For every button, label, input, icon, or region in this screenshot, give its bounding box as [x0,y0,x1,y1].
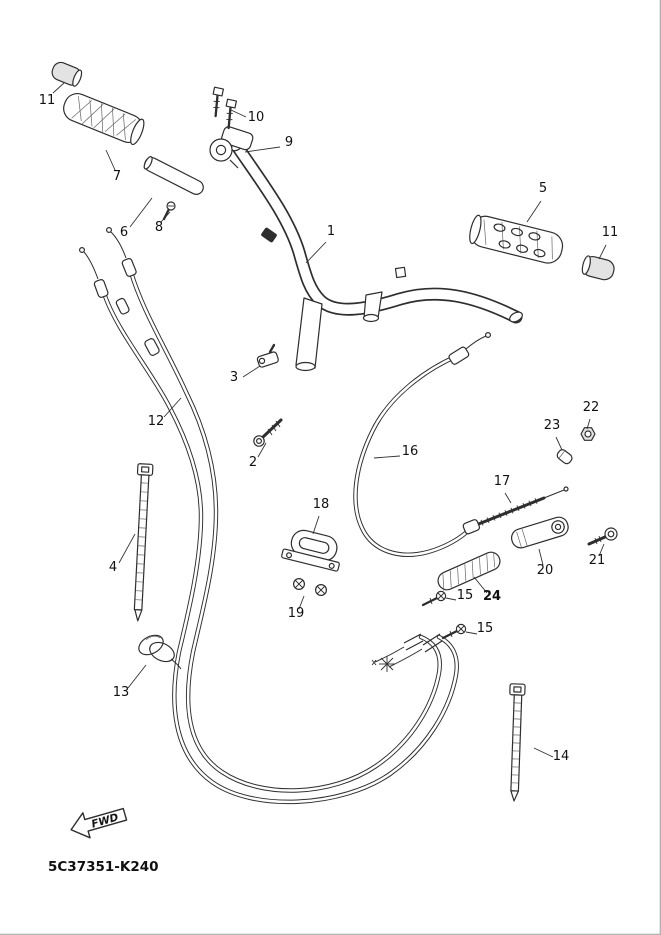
cable-pair-drawing [78,227,459,805]
diagram-code: 5C37351-K240 [48,859,159,875]
holder-bolt-drawing [587,527,618,546]
callout-13: 13 [113,685,130,700]
handlebar-drawing [230,139,523,372]
bolt-drawing [253,418,283,447]
cable-clamp-drawing [281,529,340,572]
callout-15-a: 15 [457,588,474,603]
bar-clamp-drawing [256,343,279,368]
callout-11-right: 11 [602,225,619,240]
throttle-housing-drawing [209,126,254,169]
callout-14: 14 [553,749,570,764]
fwd-label: FWD [90,811,120,830]
callout-3: 3 [230,370,238,385]
callout-15-b: 15 [477,621,494,636]
screws-15-drawing [421,590,467,640]
callout-7: 7 [113,169,121,184]
spacer-drawing [556,449,573,465]
callout-1: 1 [327,224,335,239]
callout-20: 20 [537,563,554,578]
callout-4: 4 [109,560,117,575]
callout-24: 24 [483,589,501,604]
callout-19: 19 [288,606,305,621]
left-bar-end-cap-drawing [51,61,83,87]
cable-tie-left-drawing [133,463,154,622]
callout-8: 8 [155,220,163,235]
callout-18: 18 [313,497,330,512]
right-bar-end-cap-drawing [581,255,615,281]
callout-22: 22 [583,400,600,415]
brake-cable-drawing [353,332,492,557]
callout-11-left: 11 [39,93,56,108]
cable-tie-right-drawing [509,683,526,802]
right-grip-drawing [469,214,564,264]
holder-drawing [510,516,569,549]
wire-clip-drawing [138,634,182,670]
throttle-tube-drawing [143,156,204,195]
callout-leader-lines [52,82,607,758]
adjuster-rod-drawing [462,486,569,535]
sleeve-drawing [437,551,501,591]
callout-12: 12 [148,414,165,429]
callout-17: 17 [494,474,511,489]
clamp-screws-drawing [293,577,328,596]
callout-16: 16 [402,444,419,459]
callout-6: 6 [120,225,128,240]
callout-10: 10 [248,110,265,125]
callout-5: 5 [539,181,547,196]
fwd-arrow: FWD [70,807,128,839]
callout-23: 23 [544,418,561,433]
callout-21: 21 [589,553,606,568]
housing-screws-drawing [212,86,238,130]
callout-labels: 11 10 9 7 5 8 6 1 11 3 22 12 23 16 2 17 … [39,93,619,764]
nut-drawing [580,427,596,441]
left-grip-drawing [63,92,145,146]
callout-9: 9 [285,135,293,150]
callout-2: 2 [249,455,257,470]
